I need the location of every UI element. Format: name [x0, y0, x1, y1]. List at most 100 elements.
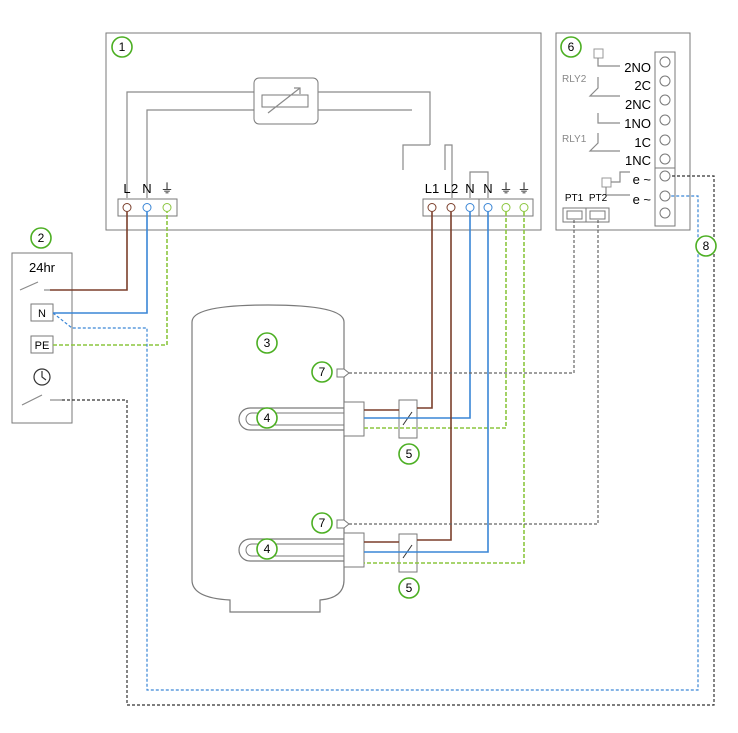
- controller-output-label-l2: L2: [444, 181, 458, 196]
- timer-switch-left: [19, 281, 39, 291]
- thermostat-bottom: [398, 533, 418, 573]
- immersion-head-top: [343, 401, 365, 437]
- immersion-element-bottom-inner: [245, 543, 344, 557]
- svg-text:5: 5: [406, 581, 413, 595]
- badge-controller: 1: [111, 36, 133, 58]
- relay2-contact: [597, 58, 620, 67]
- clock-icon: [33, 368, 51, 386]
- sensor-pocket-top: [336, 368, 350, 378]
- wire-neutral-top: [364, 212, 471, 419]
- wire-earth-bottom: [364, 212, 525, 564]
- relay-terminal-1c: 1C: [634, 135, 651, 150]
- badge-sensor-cable: 8: [695, 235, 717, 257]
- relay2-contact-b: [588, 77, 620, 97]
- controller-internal-neutral: [469, 171, 489, 198]
- badge-immersion-bottom: 4: [256, 538, 278, 560]
- controller-input-label-earth: ⏚: [160, 181, 173, 196]
- svg-text:4: 4: [264, 411, 271, 425]
- svg-text:7: 7: [319, 365, 326, 379]
- controller-output-label-earth2: ⏚: [517, 181, 530, 196]
- svg-text:6: 6: [568, 40, 575, 54]
- badge-relay-board: 6: [560, 36, 582, 58]
- sensor-coil-wire-b: [605, 187, 630, 196]
- relay-terminal-circles: [659, 56, 671, 219]
- relay1-contact: [597, 113, 620, 124]
- timer-terminal-pe-label: PE: [35, 340, 50, 352]
- controller-output-label-n1: N: [465, 181, 474, 196]
- thermostat-top: [398, 399, 418, 439]
- svg-text:2: 2: [38, 231, 45, 245]
- controller-output-terminal-l2: [446, 203, 456, 212]
- timer-title: 24hr: [29, 260, 56, 275]
- immersion-element-top-inner: [245, 412, 344, 426]
- timer-clock-switch: [21, 394, 43, 406]
- immersion-element-top: [238, 407, 344, 431]
- badge-sensor-bottom: 7: [311, 512, 333, 534]
- relay-terminal-2no: 2NO: [624, 60, 651, 75]
- wire-sensor-pt1: [349, 220, 575, 374]
- relay2-label: RLY2: [562, 74, 587, 85]
- wire-loop-switched: [62, 175, 715, 706]
- relay-terminal-2c: 2C: [634, 78, 651, 93]
- sensor-pocket-bottom: [336, 519, 350, 529]
- controller-input-terminal-earth: [162, 203, 172, 212]
- relay1-label: RLY1: [562, 134, 587, 145]
- badge-thermostat-top: 5: [398, 443, 420, 465]
- controller-input-terminal-l: [122, 203, 132, 212]
- wire-earth-top: [364, 212, 507, 429]
- varistor-arrow: [267, 87, 301, 114]
- badge-immersion-top: 4: [256, 407, 278, 429]
- svg-text:4: 4: [264, 542, 271, 556]
- immersion-element-bottom: [238, 538, 344, 562]
- probe-label-pt2: PT2: [589, 193, 608, 204]
- controller-output-label-n2: N: [483, 181, 492, 196]
- relay1-contact-b: [588, 133, 620, 152]
- svg-text:5: 5: [406, 447, 413, 461]
- controller-output-terminal-n1: [465, 203, 475, 212]
- badge-cylinder: 3: [256, 332, 278, 354]
- controller-internal-wire-right-a: [318, 91, 431, 145]
- relay-terminal-1no: 1NO: [624, 116, 651, 131]
- wire-live-l1-top: [417, 212, 433, 409]
- relay-terminal-strip: [654, 51, 676, 169]
- badge-sensor-top: 7: [311, 361, 333, 383]
- controller-output-terminal-l1: [427, 203, 437, 212]
- sensor-terminal-e2: e ~: [633, 192, 652, 207]
- wire-neutral-bottom: [364, 212, 489, 553]
- badge-timer: 2: [30, 227, 52, 249]
- wire-neutral-timer: [53, 212, 148, 314]
- controller-internal-switch: [402, 144, 430, 170]
- hot-water-cylinder: [191, 304, 345, 613]
- controller-box: [105, 32, 542, 231]
- badge-thermostat-bottom: 5: [398, 577, 420, 599]
- varistor-symbol: [261, 94, 309, 108]
- controller-input-label-l: L: [123, 181, 130, 196]
- controller-output-terminal-n2: [483, 203, 493, 212]
- controller-output-label-l1: L1: [425, 181, 439, 196]
- sensor-coil-wire: [611, 171, 630, 183]
- controller-output-terminal-block: [422, 198, 534, 217]
- timer-box: [11, 252, 73, 424]
- wire-sensor-pt2: [349, 220, 599, 525]
- wire-loop-neutral: [52, 195, 699, 691]
- wire-earth-timer: [53, 212, 168, 346]
- probe-label-pt1: PT1: [565, 193, 584, 204]
- timer-terminal-n-label: N: [38, 308, 46, 320]
- relay-terminal-1nc: 1NC: [625, 153, 651, 168]
- svg-text:7: 7: [319, 516, 326, 530]
- controller-internal-wire-inner: [146, 109, 254, 198]
- controller-input-terminal-n: [142, 203, 152, 212]
- controller-input-label-n: N: [142, 181, 151, 196]
- wire-live-timer: [50, 212, 128, 291]
- controller-internal-switch-b: [444, 144, 453, 198]
- varistor-component: [253, 77, 319, 125]
- relay-terminal-2nc: 2NC: [625, 97, 651, 112]
- svg-text:3: 3: [264, 336, 271, 350]
- controller-internal-wire-outer: [126, 91, 254, 198]
- controller-output-label-earth1: ⏚: [499, 181, 512, 196]
- immersion-head-bottom: [343, 532, 365, 568]
- sensor-terminal-e1: e ~: [633, 172, 652, 187]
- varistor-arrow-head: [294, 87, 301, 94]
- svg-text:1: 1: [119, 40, 126, 54]
